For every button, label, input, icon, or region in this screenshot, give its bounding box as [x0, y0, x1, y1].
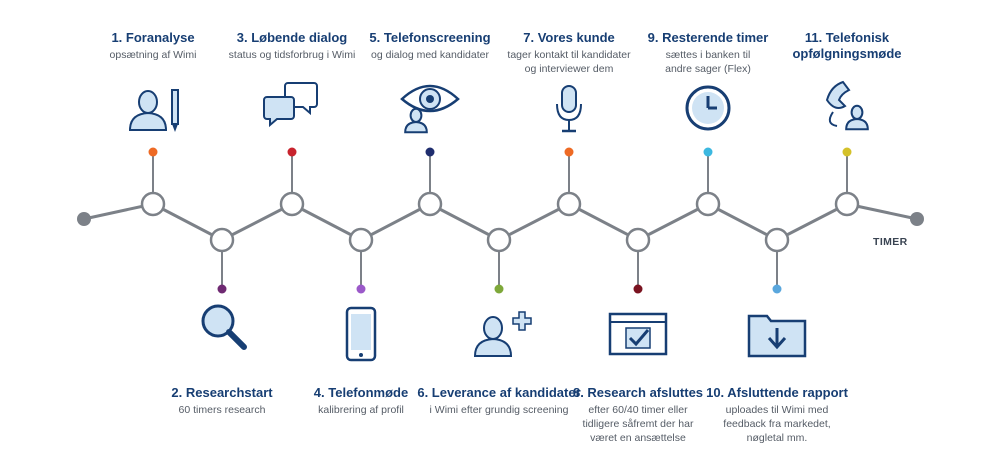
step-description: opsætning af Wimi: [109, 49, 197, 61]
step-5-node: [417, 191, 443, 217]
step-title: 11. Telefonisk opfølgningsmøde: [792, 30, 902, 61]
smartphone-icon: [345, 306, 377, 362]
axis-label-timer: TIMER: [873, 236, 908, 248]
step-description: status og tidsforbrug i Wimi: [228, 49, 356, 61]
step-4-color-dot: [356, 284, 366, 294]
step-title: 3. Løbende dialog: [236, 30, 348, 45]
microphone-icon: [556, 85, 582, 133]
step-title: 2. Researchstart: [171, 385, 273, 400]
step-10-label: 10. Afsluttende rapport uploades til Wim…: [706, 385, 848, 445]
step-2-label: 2. Researchstart 60 timers research: [171, 385, 272, 417]
step-title: 4. Telefonmøde: [313, 385, 409, 400]
step-7-label: 7. Vores kunde tager kontakt til kandida…: [507, 30, 630, 76]
step-3-label: 3. Løbende dialog status og tidsforbrug …: [229, 30, 356, 62]
phone-user-icon: [825, 80, 869, 131]
step-description: og dialog med kandidater: [371, 49, 489, 61]
step-title: 1. Foranalyse: [111, 30, 195, 45]
user-plus-icon: [473, 311, 532, 357]
step-7-color-dot: [564, 147, 574, 157]
step-11-color-dot: [842, 147, 852, 157]
eye-user-icon: [400, 84, 460, 134]
chat-bubbles-icon: [263, 82, 318, 128]
timeline-nodes: [140, 191, 860, 253]
user-pencil-icon: [128, 89, 179, 132]
step-10-color-dot: [772, 284, 782, 294]
step-4-label: 4. Telefonmøde kalibrering af profil: [314, 385, 408, 417]
step-10-node: [764, 227, 790, 253]
step-6-node: [486, 227, 512, 253]
timeline-stems: [148, 147, 852, 294]
step-3-color-dot: [287, 147, 297, 157]
step-8-color-dot: [633, 284, 643, 294]
step-title: 6. Leverance af kandidater: [417, 385, 581, 400]
step-title: 8. Research afsluttes: [572, 385, 704, 400]
step-5-color-dot: [425, 147, 435, 157]
step-5-label: 5. Telefonscreening og dialog med kandid…: [369, 30, 490, 62]
timeline-icons: [128, 80, 869, 362]
step-description: kalibrering af profil: [318, 404, 404, 416]
step-4-node: [348, 227, 374, 253]
step-title: 7. Vores kunde: [523, 30, 615, 45]
step-6-color-dot: [494, 284, 504, 294]
step-8-node: [625, 227, 651, 253]
step-title: 5. Telefonscreening: [369, 30, 491, 45]
step-8-label: 8. Research afsluttes efter 60/40 timer …: [573, 385, 703, 445]
step-6-label: 6. Leverance af kandidater i Wimi efter …: [417, 385, 580, 417]
step-9-color-dot: [703, 147, 713, 157]
step-2-color-dot: [217, 284, 227, 294]
step-11-node: [834, 191, 860, 217]
magnifier-icon: [201, 304, 247, 350]
step-7-node: [556, 191, 582, 217]
step-title: 9. Resterende timer: [647, 30, 769, 45]
timeline-end-cap: [910, 212, 924, 226]
step-1-color-dot: [148, 147, 158, 157]
clock-icon: [685, 85, 731, 131]
step-title: 10. Afsluttende rapport: [706, 385, 848, 400]
step-1-node: [140, 191, 166, 217]
timeline-start-cap: [77, 212, 91, 226]
step-11-label: 11. Telefonisk opfølgningsmøde: [787, 30, 907, 62]
step-3-node: [279, 191, 305, 217]
step-description: i Wimi efter grundig screening: [429, 404, 569, 416]
folder-download-icon: [747, 314, 807, 358]
checkbox-window-icon: [608, 312, 668, 356]
step-2-node: [209, 227, 235, 253]
step-9-node: [695, 191, 721, 217]
step-description: 60 timers research: [178, 404, 266, 416]
step-1-label: 1. Foranalyse opsætning af Wimi: [110, 30, 197, 62]
